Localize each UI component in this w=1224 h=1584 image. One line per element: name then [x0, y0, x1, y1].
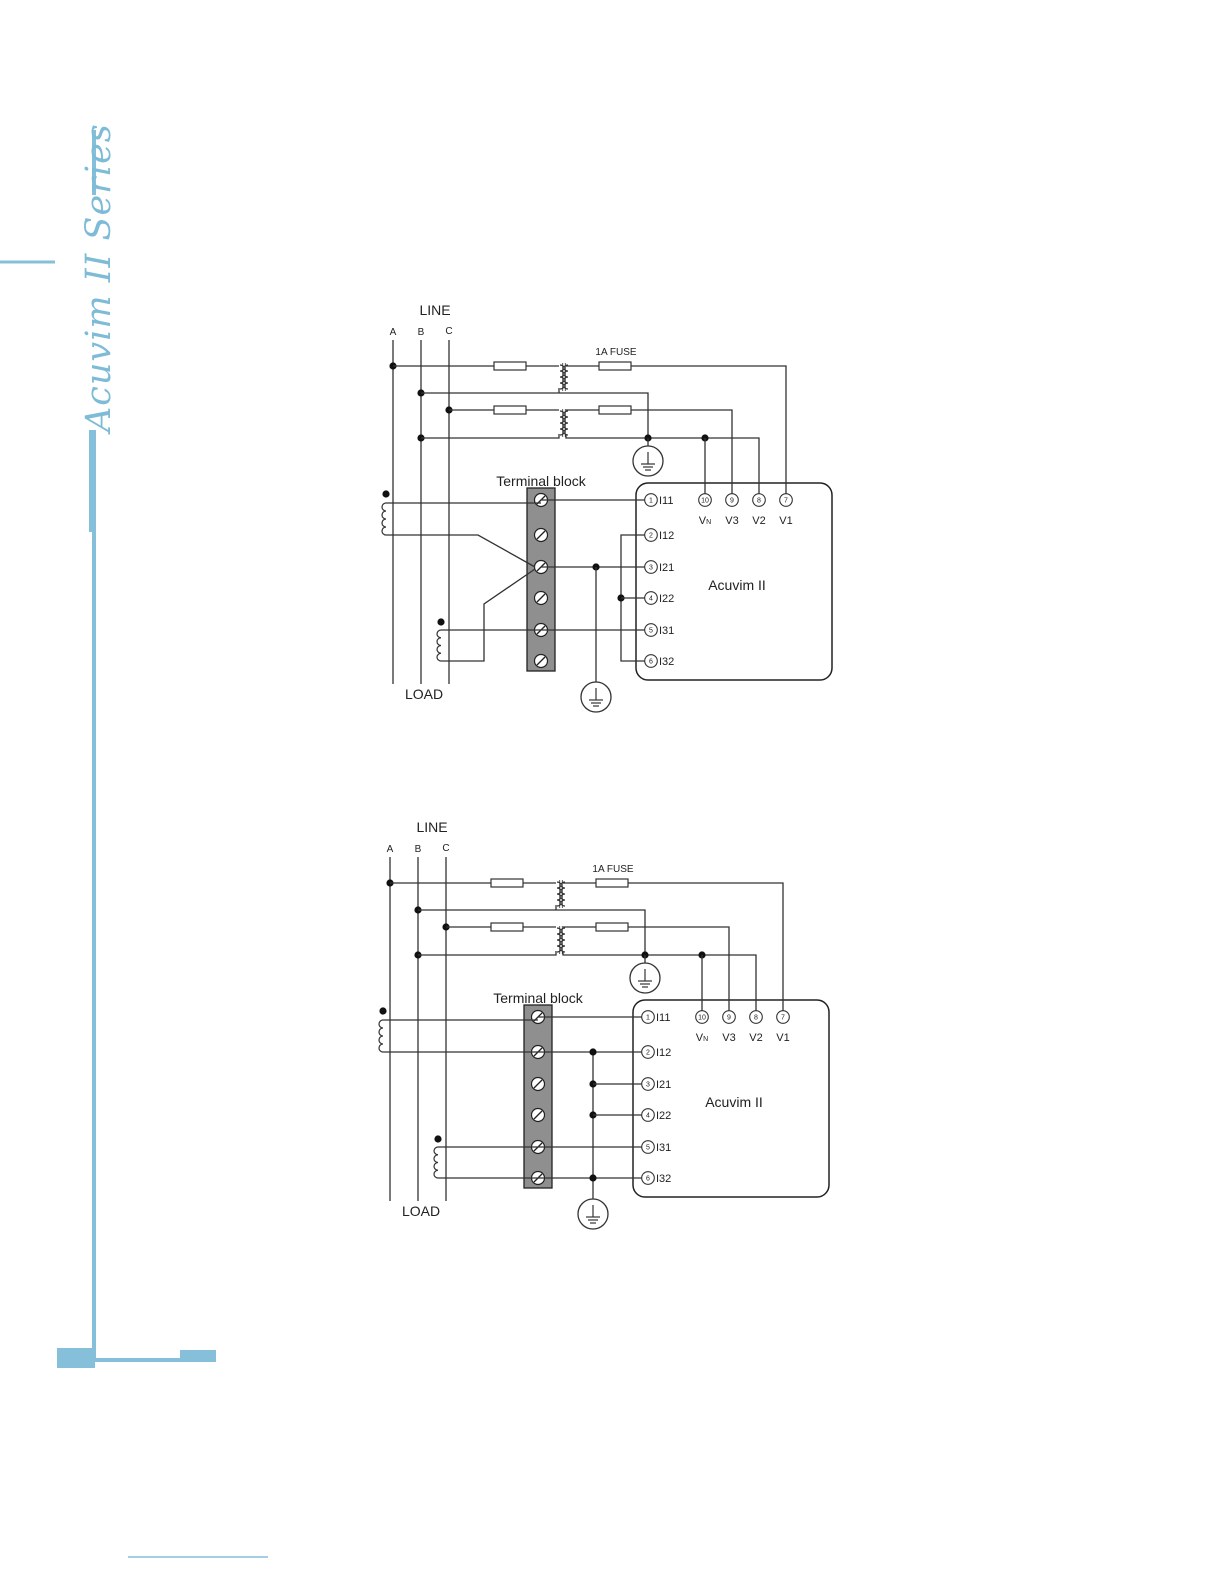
phase-label-c: C [442, 843, 449, 854]
terminal-label-i21: I21 [656, 1079, 671, 1091]
terminal-label-i32: I32 [656, 1173, 671, 1185]
terminal-i21-number: 3 [646, 1082, 650, 1089]
ct-coil [379, 1020, 383, 1052]
terminal-v2-number: 8 [754, 1015, 758, 1022]
terminal-label-vn-subscript: N [703, 1036, 708, 1043]
terminal-v3-number: 9 [727, 1015, 731, 1022]
line-label: LINE [416, 819, 447, 835]
fuse-label: 1A FUSE [592, 864, 633, 875]
terminal-block-label: Terminal block [493, 990, 583, 1006]
terminal-label-v2: V2 [749, 1032, 762, 1044]
phase-label-b: B [415, 844, 422, 855]
pt-coil [561, 928, 565, 952]
terminal-i11-number: 1 [646, 1015, 650, 1022]
pt-coil [557, 882, 561, 906]
acuvim-ii-label: Acuvim II [705, 1094, 763, 1110]
terminal-label-i31: I31 [656, 1142, 671, 1154]
terminal-label-i11: I11 [656, 1012, 670, 1024]
fuse [596, 879, 628, 887]
phase-label-a: A [387, 844, 394, 855]
terminal-label-v3: V3 [722, 1032, 735, 1044]
terminal-i22-number: 4 [646, 1113, 650, 1120]
junction-dot-common [589, 1174, 596, 1181]
terminal-label-i22: I22 [656, 1110, 671, 1122]
fuse [491, 879, 523, 887]
terminal-label-i12: I12 [656, 1047, 671, 1059]
pt2-primary-b [418, 951, 556, 955]
terminal-vn-number: 10 [698, 1015, 706, 1022]
pt-coil [561, 882, 565, 906]
wire-to-v1 [563, 883, 783, 1011]
ct-a-polarity-dot [379, 1007, 386, 1014]
terminal-i12-number: 2 [646, 1050, 650, 1057]
terminal-i32-number: 6 [646, 1176, 650, 1183]
junction-dot-common [589, 1048, 596, 1055]
fuse [491, 923, 523, 931]
ct-c-polarity-dot [434, 1135, 441, 1142]
ct-coil [434, 1147, 438, 1178]
terminal-v1-number: 7 [781, 1015, 785, 1022]
terminal-block [524, 1005, 552, 1188]
fuse [596, 923, 628, 931]
load-label: LOAD [402, 1203, 440, 1219]
pt-coil [557, 928, 561, 952]
terminal-label-v1: V1 [776, 1032, 789, 1044]
pt1-secondary-neutral [418, 910, 645, 955]
terminal-i31-number: 5 [646, 1145, 650, 1152]
